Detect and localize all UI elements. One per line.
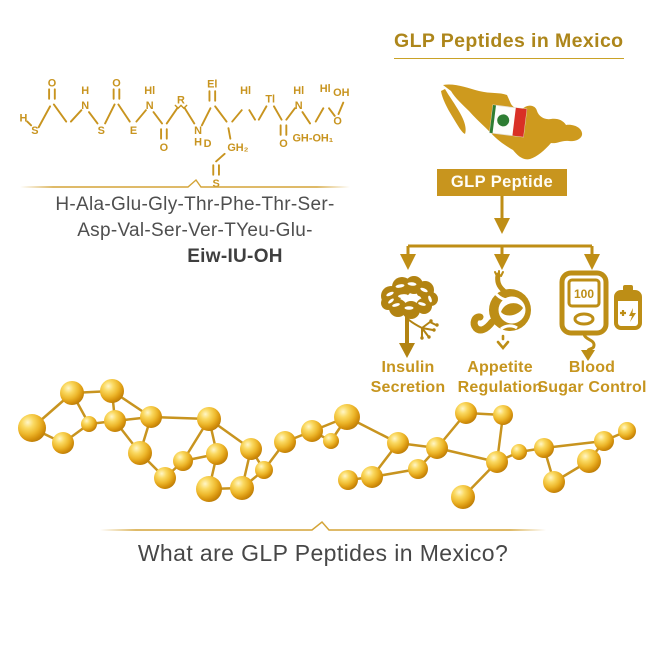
atom-label: H — [194, 136, 202, 148]
atom-label: OH — [333, 87, 349, 99]
sequence-line-2: Asp-Val-Ser-Ver-TYeu-Glu- — [77, 220, 313, 241]
label-line: Regulation — [457, 379, 543, 396]
label-line: Secretion — [370, 379, 446, 396]
peptide-sequence: H-Ala-Glu-Gly-Thr-Phe-Thr-Ser- Asp-Val-S… — [26, 192, 364, 270]
brain-icon — [381, 276, 439, 358]
label-appetite-regulation: Appetite Regulation — [444, 358, 556, 398]
brain-texture — [386, 282, 432, 310]
mexico-map-icon — [441, 84, 583, 160]
flowchart-arrows — [400, 196, 600, 270]
atom-label: S — [98, 125, 105, 137]
stomach-swirl — [501, 303, 523, 316]
label-blood-sugar-control: Blood Sugar Control — [526, 358, 646, 398]
page-title: GLP Peptides in Mexico — [394, 30, 624, 59]
atom-label: GH₂ — [227, 142, 248, 154]
atom-label: O — [333, 115, 342, 127]
peptide-chemical-structure: H S O H N S O E Hl N O R N H El GH₂ D S … — [20, 77, 350, 190]
label-line: Appetite — [467, 359, 533, 376]
stomach-icon — [470, 270, 531, 351]
atom-label: Hl — [240, 85, 251, 97]
glp-peptide-box-label: GLP Peptide — [450, 173, 554, 191]
atom-label: S — [212, 178, 219, 190]
meter-reading: 100 — [574, 287, 594, 301]
atom-label: H — [81, 85, 89, 97]
atom-label: Hl — [144, 85, 155, 97]
squiggle-bond — [174, 104, 188, 110]
atom-label: GH-OH₁ — [292, 132, 333, 144]
arrowheads — [400, 218, 600, 270]
label-line: Sugar Control — [537, 379, 646, 396]
atom-label: N — [295, 100, 303, 112]
atom-label: Hl — [320, 83, 331, 95]
atom-labels: H S O H N S O E Hl N O R N H El GH₂ D S … — [20, 77, 350, 190]
atom-label: O — [112, 77, 121, 89]
brain-arrowhead — [399, 343, 415, 358]
baja-peninsula — [441, 89, 466, 134]
atom-label: El — [207, 78, 217, 90]
atom-label: R — [177, 95, 185, 107]
atom-label: O — [48, 77, 57, 89]
sequence-line-3: Eiw-IU-OH — [187, 246, 283, 267]
chain-spheres — [18, 379, 636, 509]
battery-icon — [614, 285, 642, 330]
atom-label: O — [279, 138, 288, 150]
atom-label: N — [81, 100, 89, 112]
mexico-flag-icon — [489, 104, 528, 138]
label-line: Blood — [568, 359, 616, 376]
atom-label: N — [194, 125, 202, 137]
glp-peptide-box: GLP Peptide — [437, 169, 567, 196]
atom-label: S — [31, 125, 38, 137]
meter-cord-arrowhead — [581, 350, 595, 361]
peptide-chain-graphic — [18, 379, 636, 509]
atom-label: E — [130, 125, 137, 137]
atom-label: N — [146, 100, 154, 112]
atom-label: O — [160, 142, 169, 154]
top-caret-divider — [20, 178, 350, 188]
sequence-line-1: H-Ala-Glu-Gly-Thr-Phe-Thr-Ser- — [55, 194, 335, 215]
label-line: Insulin — [381, 359, 435, 376]
bottom-caret-divider — [100, 520, 546, 531]
label-insulin-secretion: Insulin Secretion — [354, 358, 462, 398]
bond-lines — [26, 88, 345, 176]
stomach-dashed-arrow — [496, 334, 510, 351]
bottom-question: What are GLP Peptides in Mexico? — [137, 540, 509, 566]
nerve-branches — [408, 319, 437, 338]
atom-label: D — [204, 138, 212, 150]
atom-label: H — [20, 113, 28, 125]
atom-label: Hl — [293, 85, 304, 97]
glucose-meter-icon: 100 — [559, 270, 642, 361]
atom-label: Tl — [265, 94, 275, 106]
